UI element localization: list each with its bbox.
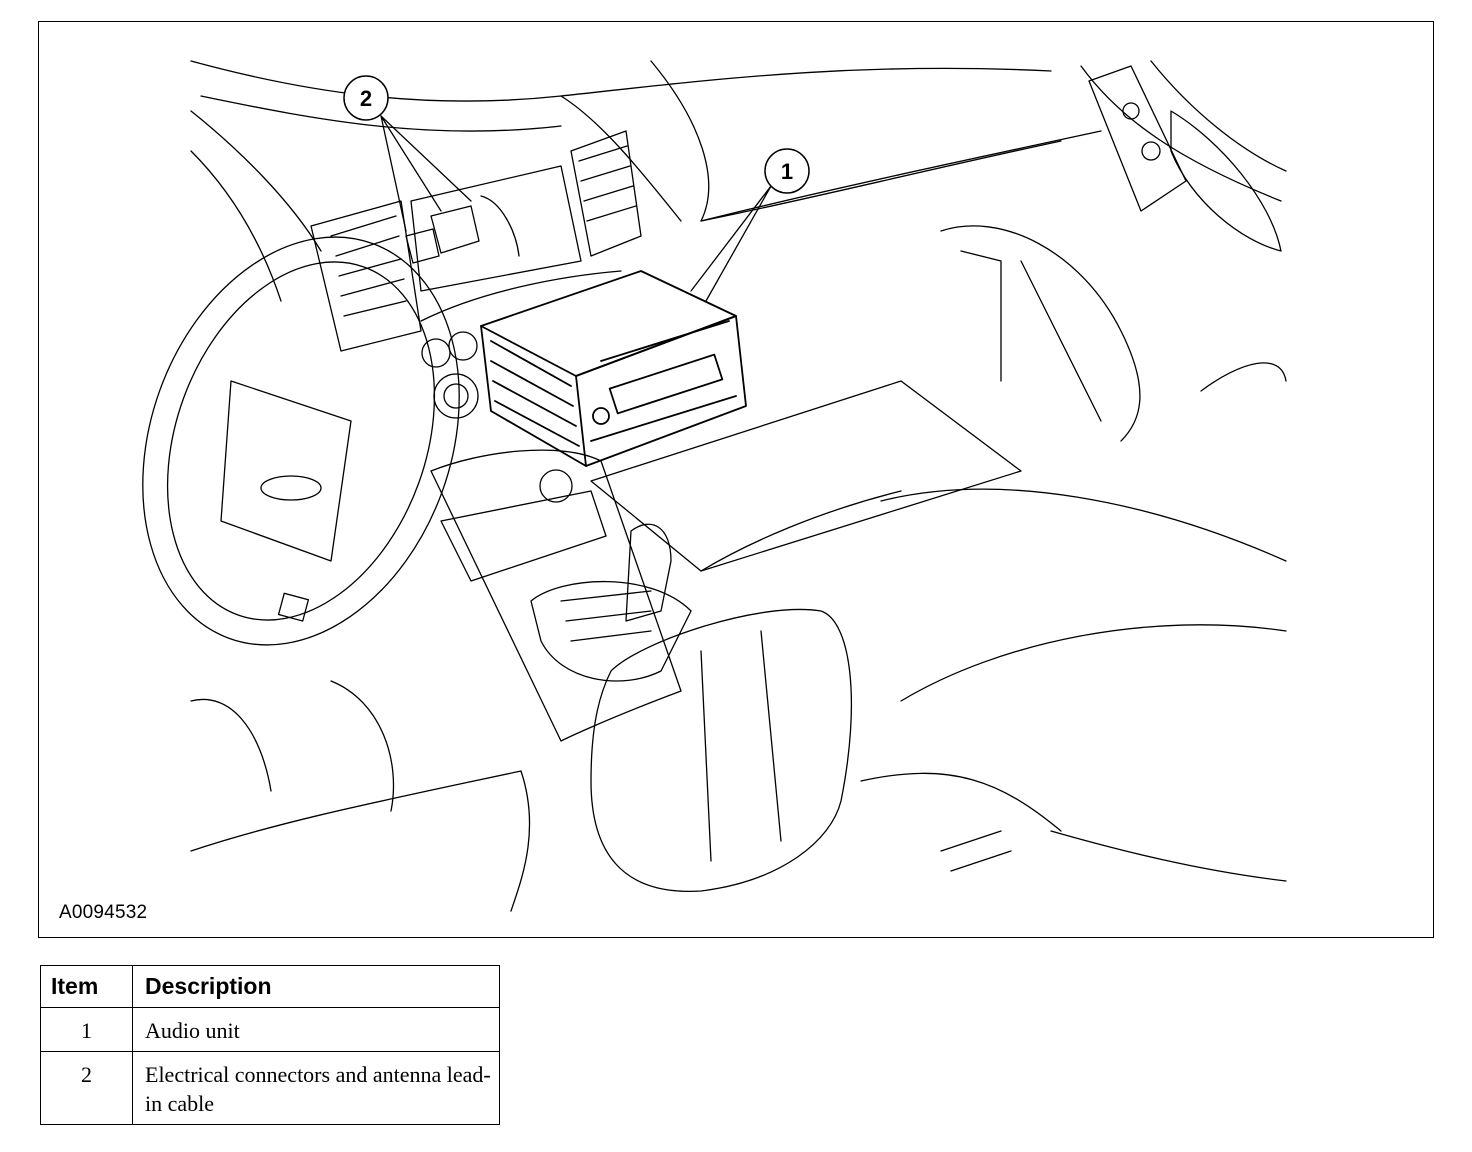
- passenger-seat: [940, 225, 1141, 442]
- legend-row: 2 Electrical connectors and antenna lead…: [40, 1051, 500, 1125]
- electrical-connectors: [405, 205, 480, 264]
- legend-table: Item Description 1 Audio unit 2 Electric…: [40, 965, 500, 1125]
- callout-2: 2: [343, 75, 389, 121]
- legend-header-description: Description: [132, 965, 500, 1008]
- legend-item-description: Audio unit: [132, 1007, 500, 1052]
- callout-1-number: 1: [781, 159, 793, 184]
- legend-item-description: Electrical connectors and antenna lead-i…: [132, 1051, 500, 1125]
- driver-headrest: [590, 608, 853, 892]
- vehicle-interior-illustration: 2 1: [142, 60, 1287, 912]
- gear-shifter: [625, 523, 672, 622]
- legend-header-item: Item: [40, 965, 133, 1008]
- figure-frame: 2 1 A0094532: [38, 21, 1434, 938]
- callout-2-number: 2: [360, 86, 372, 111]
- legend-header-row: Item Description: [40, 965, 500, 1008]
- steering-wheel: [142, 236, 460, 646]
- callout-1: 1: [764, 148, 810, 194]
- door-switch-panel: [1088, 65, 1187, 212]
- legend-row: 1 Audio unit: [40, 1007, 500, 1052]
- figure-id: A0094532: [59, 902, 148, 923]
- legend-item-number: 1: [40, 1007, 133, 1052]
- legend-item-number: 2: [40, 1051, 133, 1125]
- audio-unit-drawing: [480, 270, 747, 467]
